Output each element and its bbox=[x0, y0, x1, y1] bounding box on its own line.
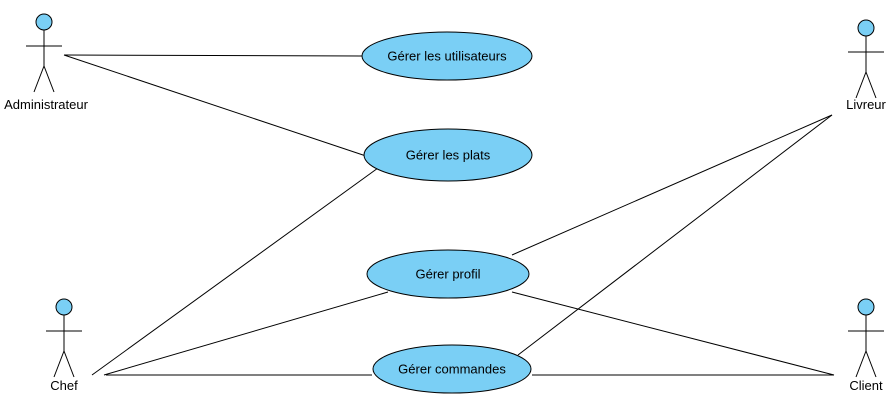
actor-label: Chef bbox=[50, 378, 78, 393]
assoc-livreur-profil bbox=[511, 114, 833, 256]
assoc-admin-plats bbox=[63, 54, 367, 157]
use-case-gerer-commandes: Gérer commandes bbox=[372, 344, 532, 394]
actor-livreur: Livreur bbox=[846, 19, 887, 112]
use-case-gerer-utilisateurs: Gérer les utilisateurs bbox=[361, 31, 533, 81]
use-case-label: Gérer commandes bbox=[398, 361, 506, 376]
actor-label: Client bbox=[849, 378, 883, 393]
actor-administrateur: Administrateur bbox=[4, 13, 89, 112]
actor-label: Livreur bbox=[846, 97, 886, 112]
use-case-gerer-plats: Gérer les plats bbox=[363, 128, 533, 182]
actor-chef: Chef bbox=[46, 298, 82, 393]
use-case-label: Gérer profil bbox=[415, 266, 480, 281]
use-case-label: Gérer les utilisateurs bbox=[387, 48, 507, 63]
actor-icon bbox=[848, 19, 884, 99]
assoc-livreur-commandes bbox=[517, 114, 833, 356]
assoc-admin-utilisateurs bbox=[63, 54, 363, 57]
actor-icon bbox=[848, 298, 884, 378]
actor-icon bbox=[46, 298, 82, 378]
use-case-gerer-profil: Gérer profil bbox=[366, 249, 530, 299]
assoc-chef-profil bbox=[103, 291, 389, 376]
use-case-label: Gérer les plats bbox=[406, 147, 491, 162]
actor-label: Administrateur bbox=[4, 97, 88, 112]
assoc-client-profil bbox=[511, 291, 835, 376]
actor-client: Client bbox=[848, 298, 884, 393]
actor-icon bbox=[26, 13, 62, 93]
assoc-chef-plats bbox=[91, 167, 379, 376]
